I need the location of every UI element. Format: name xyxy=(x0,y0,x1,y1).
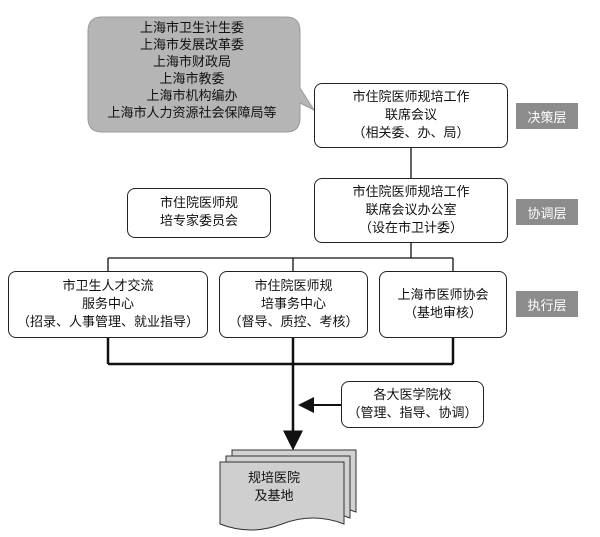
bases-label: 规培医院 及基地 xyxy=(222,470,326,506)
box-line: 服务中心 xyxy=(81,296,134,312)
bases-document-icon xyxy=(219,449,357,531)
physician-association-box: 上海市医师协会 （基地审核） xyxy=(379,271,507,338)
box-line: （招录、人事管理、就业指导） xyxy=(16,314,199,330)
joint-meeting-box: 市住院医师规培工作 联席会议 （相关委、办、局） xyxy=(314,83,508,148)
government-bubble xyxy=(87,16,316,133)
talent-exchange-center-box: 市卫生人才交流 服务中心 （招录、人事管理、就业指导） xyxy=(8,271,208,338)
execution-layer-tag: 执行层 xyxy=(516,291,578,317)
coordination-layer-tag: 协调层 xyxy=(516,199,578,225)
box-line: 市住院医师规 xyxy=(159,196,238,211)
box-line: 市住院医师规 xyxy=(254,278,333,294)
decision-layer-tag: 决策层 xyxy=(516,103,578,129)
medical-colleges-box: 各大医学院校 （管理、指导、协调） xyxy=(341,381,484,428)
box-line: 联席会议 xyxy=(384,107,437,123)
bubble-line: 上海市发展改革委 xyxy=(139,38,244,53)
box-line: （相关委、办、局） xyxy=(352,125,470,141)
bubble-line: 上海市财政局 xyxy=(152,55,231,70)
box-line: （管理、指导、协调） xyxy=(347,405,478,421)
box-line: 联席会议办公室 xyxy=(365,202,457,218)
bubble-line: 上海市卫生计生委 xyxy=(139,21,244,36)
box-line: （督导、质控、考核） xyxy=(228,314,359,330)
box-line: 市住院医师规培工作 xyxy=(352,89,470,105)
box-line: （基地审核） xyxy=(403,305,482,321)
training-affairs-center-box: 市住院医师规 培事务中心 （督导、质控、考核） xyxy=(219,271,368,338)
bases-line: 规培医院 xyxy=(247,471,300,486)
bases-line: 及基地 xyxy=(254,489,294,504)
government-bubble-text: 上海市卫生计生委 上海市发展改革委 上海市财政局 上海市教委 上海市机构编办 上… xyxy=(92,20,292,122)
expert-committee-box: 市住院医师规 培专家委员会 xyxy=(127,188,271,238)
bubble-line: 上海市人力资源社会保障局等 xyxy=(107,106,277,121)
box-line: （设在市卫计委） xyxy=(358,220,463,236)
bubble-line: 上海市机构编办 xyxy=(146,89,238,104)
box-line: 市住院医师规培工作 xyxy=(352,184,470,200)
box-line: 上海市医师协会 xyxy=(397,287,489,303)
box-line: 培专家委员会 xyxy=(159,214,238,229)
box-line: 市卫生人才交流 xyxy=(62,278,154,294)
bubble-line: 上海市教委 xyxy=(159,72,225,87)
box-line: 培事务中心 xyxy=(260,296,326,312)
box-line: 各大医学院校 xyxy=(373,387,452,403)
joint-meeting-office-box: 市住院医师规培工作 联席会议办公室 （设在市卫计委） xyxy=(314,178,508,243)
